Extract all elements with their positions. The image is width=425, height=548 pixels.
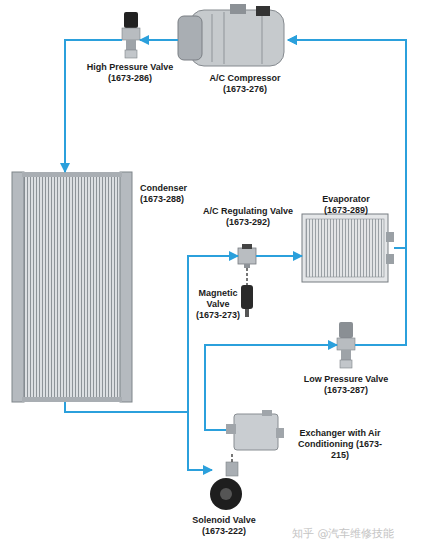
magnetic-plug <box>245 309 249 317</box>
valve-hex <box>122 28 140 40</box>
component-box: High Pressure Valve (1673-286) <box>122 12 140 58</box>
part-label: Condenser (1673-288) <box>140 183 202 205</box>
refrigerant-line <box>256 255 302 257</box>
cable-line <box>231 452 233 462</box>
valve-neck <box>341 350 351 360</box>
valve-cap <box>242 244 252 249</box>
part-label: Magnetic Valve (1673-273) <box>193 288 243 321</box>
valve-connector <box>339 322 353 338</box>
condenser-tank <box>12 172 24 402</box>
compressor-port <box>230 4 246 14</box>
component-box: Solenoid Valve (1673-222) <box>212 462 240 512</box>
exchanger-fitting <box>262 410 272 416</box>
refrigerant-line <box>65 402 212 470</box>
refrigerant-line <box>65 256 238 412</box>
magnetic-coil <box>241 285 253 309</box>
valve-stem <box>244 264 250 268</box>
condenser-rail <box>22 172 122 177</box>
component-box: A/C Compressor (1673-276) <box>178 4 288 70</box>
valve-fitting <box>125 50 137 58</box>
compressor-rib <box>262 12 263 64</box>
refrigerant-line <box>65 40 122 172</box>
component-box: Low Pressure Valve (1673-287) <box>337 322 355 368</box>
refrigerant-line <box>288 40 406 345</box>
evaporator-core <box>306 219 384 277</box>
solenoid-fitting <box>226 462 238 476</box>
compressor-rib <box>212 14 213 62</box>
connectors <box>65 40 406 470</box>
component-box: Condenser (1673-288) <box>12 172 132 402</box>
valve-neck <box>126 40 136 50</box>
exchanger-fitting <box>226 424 236 434</box>
exchanger-body <box>234 414 278 450</box>
valve-fitting <box>340 360 352 368</box>
component-box: Magnetic Valve (1673-273) <box>241 285 253 317</box>
part-label: Evaporator (1673-289) <box>315 194 377 216</box>
valve-connector <box>124 12 138 28</box>
solenoid-coil <box>210 478 242 510</box>
component-box: Evaporator (1673-289) <box>302 214 394 282</box>
refrigerant-line <box>140 39 178 41</box>
part-label: Exchanger with Air Conditioning (1673-21… <box>290 428 390 461</box>
compressor-front <box>178 16 202 60</box>
evaporator-frame <box>302 214 388 282</box>
part-label: A/C Regulating Valve (1673-292) <box>198 206 298 228</box>
condenser-rail <box>22 397 122 402</box>
part-label: Low Pressure Valve (1673-287) <box>300 374 392 396</box>
solenoid-core <box>220 488 232 500</box>
part-label: Solenoid Valve (1673-222) <box>186 515 262 537</box>
condenser-tank <box>120 172 132 402</box>
evaporator-pipe <box>386 232 394 242</box>
part-label: High Pressure Valve (1673-286) <box>82 62 178 84</box>
evaporator-pipe <box>386 254 394 264</box>
compressor-rib <box>224 12 225 64</box>
cable-line <box>246 268 248 285</box>
compressor-body <box>190 10 284 66</box>
part-label: A/C Compressor (1673-276) <box>205 73 285 95</box>
component-box: Exchanger with Air Conditioning (1673-21… <box>226 410 284 452</box>
refrigerant-line <box>288 40 406 248</box>
refrigerant-line <box>205 345 337 430</box>
compressor-connector <box>256 6 270 16</box>
exchanger-fitting <box>276 428 284 438</box>
valve-body <box>238 248 256 264</box>
component-box: A/C Regulating Valve (1673-292) <box>238 244 256 268</box>
condenser-core <box>22 176 122 398</box>
valve-hex <box>337 338 355 350</box>
watermark: 知乎 @汽车维修技能 <box>292 527 395 540</box>
